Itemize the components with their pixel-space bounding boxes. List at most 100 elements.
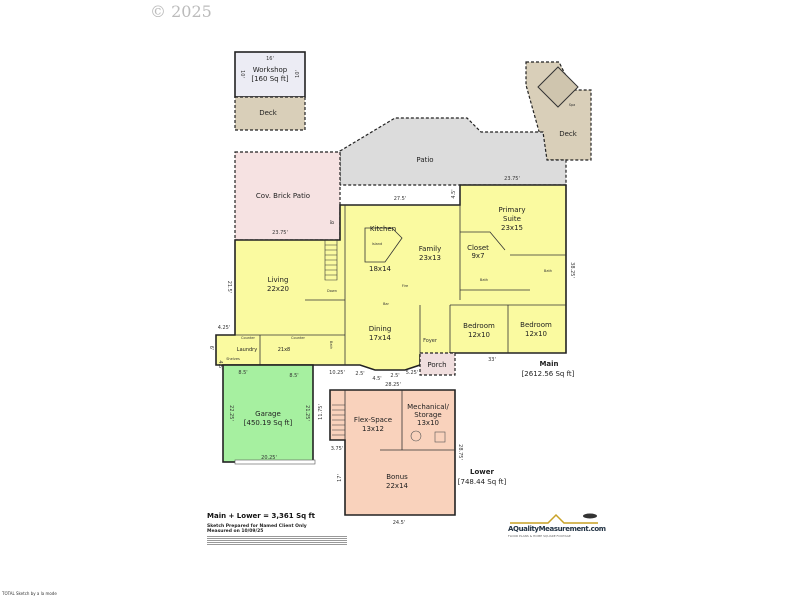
down-label: Down <box>327 289 337 293</box>
primary-label: Primary <box>498 206 525 214</box>
dim-2-5: 2.5' <box>355 371 364 377</box>
deck-label: Deck <box>259 109 278 117</box>
primary-label-2: Suite <box>503 215 521 223</box>
dim-4-5: 4.5' <box>217 360 223 369</box>
dim-17: 17' <box>337 474 343 482</box>
dim-23-75: 23.75' <box>272 230 288 236</box>
dim-4-25: 4.25' <box>218 325 231 331</box>
laundry-label: Laundry <box>237 347 257 353</box>
dim-38-25: 38.25' <box>569 262 575 278</box>
spa-icon <box>537 66 579 108</box>
dim-5-25: 5.25' <box>406 370 419 376</box>
flex-space-label: Flex-Space <box>354 416 392 424</box>
dining-size: 17x14 <box>369 334 392 342</box>
storage-label: Storage <box>414 411 441 419</box>
flex-space-size: 13x12 <box>362 425 384 433</box>
patio-area <box>339 117 567 186</box>
family-label: Family <box>419 245 442 253</box>
family-size: 23x13 <box>419 254 441 262</box>
garage-room <box>222 364 314 463</box>
dim-24-5: 24.5' <box>393 520 406 526</box>
covered-brick-patio <box>234 151 341 241</box>
lower-floor <box>329 389 456 516</box>
summary-block: Main + Lower = 3,361 Sq ft Sketch Prepar… <box>207 512 347 546</box>
dim-2-5: 2.5' <box>390 373 399 379</box>
lower-level-label: Lower <box>470 468 494 476</box>
mechanical-label: Mechanical/ <box>407 403 449 411</box>
porch-area <box>419 352 456 376</box>
dim-21-25: 21.25' <box>304 405 310 421</box>
counter-label: Counter <box>291 336 306 340</box>
bedroom-size: 12x10 <box>525 330 547 338</box>
closet-size: 9x7 <box>471 252 484 260</box>
bar-label: Bar <box>383 302 390 306</box>
bath-label: Bath <box>329 341 333 349</box>
logo-tagline: FLOOR PLANS & HOME SQUARE FOOTAGE <box>508 534 571 538</box>
bonus-size: 22x14 <box>386 482 409 490</box>
main-level-label: Main <box>539 360 558 368</box>
brick-patio-label: Cov. Brick Patio <box>256 192 310 200</box>
workshop-area: [160 Sq ft] <box>251 75 289 83</box>
bonus-label: Bonus <box>386 473 408 481</box>
living-label: Living <box>268 276 289 284</box>
dim-6: 6' <box>208 346 214 351</box>
copyright-watermark: © 2025 <box>150 2 212 21</box>
dim-10-25: 10.25' <box>329 370 345 376</box>
island-label: Island <box>372 242 382 246</box>
fire-label: Fire <box>402 284 408 288</box>
dining-label: Dining <box>369 325 392 333</box>
spa-label: Spa <box>569 103 576 107</box>
hall-size: 21x8 <box>278 347 291 353</box>
dim-33: 33' <box>488 357 496 363</box>
company-logo: AQualityMeasurement.com FLOOR PLANS & HO… <box>508 513 606 543</box>
stairs-icon <box>332 404 345 436</box>
bedroom-label: Bedroom <box>463 322 495 330</box>
patio-label: Patio <box>416 156 433 164</box>
lower-level-area: [748.44 Sq ft] <box>458 478 507 486</box>
dim-28-75: 28.75' <box>457 444 463 460</box>
garage-area: [450.19 Sq ft] <box>244 419 293 427</box>
garage-door <box>234 459 316 465</box>
measured-date: Measured on 10/09/25 <box>207 529 264 534</box>
stairs-icon <box>324 239 338 281</box>
dim-ws-right: 10' <box>295 70 301 78</box>
bath-label: Bath <box>480 278 488 282</box>
dim-22-25: 22.25' <box>228 405 234 421</box>
dim-ws-top: 16' <box>266 56 274 62</box>
dim-27-5: 27.5' <box>394 196 407 202</box>
foyer-label: Foyer <box>423 338 438 344</box>
main-level-area: [2612.56 Sq ft] <box>522 370 575 378</box>
dim-28-25: 28.25' <box>385 382 401 388</box>
total-area: Main + Lower = 3,361 Sq ft <box>207 512 315 520</box>
footer-credit: TOTAL Sketch by a la mode <box>2 591 57 596</box>
dim-4-5: 4.5' <box>372 376 381 382</box>
closet-label: Closet <box>467 244 489 252</box>
bedroom-size: 12x10 <box>468 331 490 339</box>
garage-label: Garage <box>255 410 281 418</box>
furnace-icon <box>434 431 446 443</box>
workshop-deck <box>234 96 306 131</box>
bath-label: Bath <box>544 269 552 273</box>
porch-label: Porch <box>427 361 446 369</box>
bedroom-label: Bedroom <box>520 321 552 329</box>
mechanical-size: 13x10 <box>417 419 439 427</box>
disclaimer-fine-print <box>207 536 347 546</box>
deck-label: Deck <box>559 130 578 138</box>
primary-size: 23x15 <box>501 224 523 232</box>
dim-8-5: 8.5' <box>289 373 298 379</box>
dim-8-5: 8.5' <box>238 370 247 376</box>
shelves-label: Shelves <box>226 357 240 361</box>
kitchen-label: Kitchen <box>370 225 396 233</box>
dim-8: 8' <box>330 220 336 225</box>
dim-3-75: 3.75' <box>331 446 344 452</box>
dim-23-75: 23.75' <box>504 176 520 182</box>
house-roof-icon <box>510 513 598 524</box>
living-size: 22x20 <box>267 285 289 293</box>
kitchen-island <box>364 227 403 263</box>
workshop-label: Workshop <box>253 66 288 74</box>
logo-name: AQualityMeasurement.com <box>508 525 606 533</box>
dim-ws-left: 10' <box>239 70 245 78</box>
dim-20-25: 20.25' <box>261 455 277 461</box>
dim-21-5: 21.5' <box>226 281 232 294</box>
